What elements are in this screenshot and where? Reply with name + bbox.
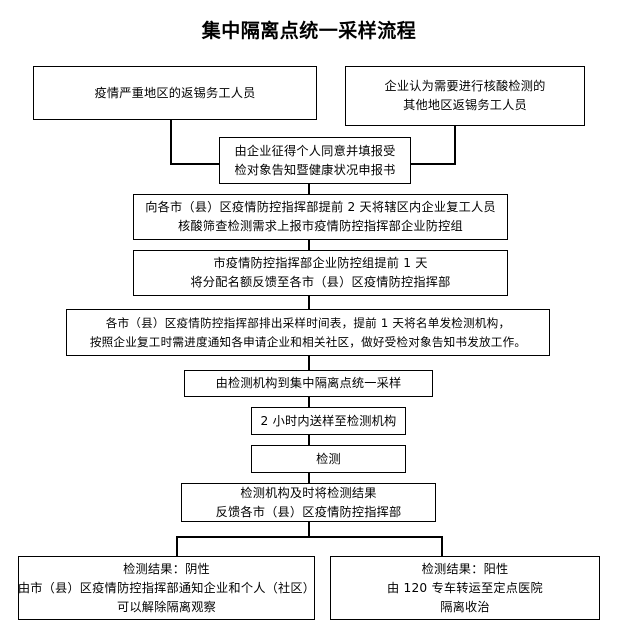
page-title: 集中隔离点统一采样流程 bbox=[201, 20, 417, 42]
connector-report-to-quota bbox=[308, 239, 310, 251]
node-line: 由市（县）区疫情防控指挥部通知企业和个人（社区） bbox=[17, 580, 316, 595]
node-line: 疫情严重地区的返锡务工人员 bbox=[94, 85, 256, 100]
node-line: 检对象告知暨健康状况申报书 bbox=[234, 162, 396, 177]
connector-split-to-positive bbox=[441, 536, 443, 557]
node-source-other-area-workers[interactable]: 企业认为需要进行核酸检测的 其他地区返锡务工人员 bbox=[345, 66, 585, 126]
node-line: 由 120 专车转运至定点医院 bbox=[387, 580, 543, 595]
node-line: 2 小时内送样至检测机构 bbox=[260, 413, 397, 428]
node-result-negative[interactable]: 检测结果：阴性 由市（县）区疫情防控指挥部通知企业和个人（社区） 可以解除隔离观… bbox=[18, 556, 315, 620]
connector-transport-to-testing bbox=[308, 434, 310, 446]
connector-sampling-to-transport bbox=[308, 396, 310, 408]
node-testing[interactable]: 检测 bbox=[251, 445, 406, 473]
node-enterprise-consent-form[interactable]: 由企业征得个人同意并填报受 检对象告知暨健康状况申报书 bbox=[219, 137, 411, 184]
node-line: 企业认为需要进行核酸检测的 bbox=[384, 79, 546, 93]
connector-split-to-negative bbox=[176, 536, 178, 557]
connector-source-right-down bbox=[454, 125, 456, 165]
node-line: 由检测机构到集中隔离点统一采样 bbox=[215, 376, 402, 390]
node-line: 检测 bbox=[316, 451, 341, 466]
node-line: 其他地区返锡务工人员 bbox=[403, 98, 527, 112]
node-source-severe-area-workers[interactable]: 疫情严重地区的返锡务工人员 bbox=[33, 66, 317, 120]
node-line: 向各市（县）区疫情防控指挥部提前 2 天将辖区内企业复工人员 bbox=[145, 200, 496, 214]
node-line: 反馈各市（县）区疫情防控指挥部 bbox=[215, 504, 402, 519]
node-line: 市疫情防控指挥部企业防控组提前 1 天 bbox=[213, 256, 428, 270]
node-sampling-schedule-notice[interactable]: 各市（县）区疫情防控指挥部排出采样时间表，提前 1 天将名单发检测机构， 按照企… bbox=[66, 309, 550, 356]
node-line: 核酸筛查检测需求上报市疫情防控指挥部企业防控组 bbox=[178, 219, 463, 233]
node-line: 各市（县）区疫情防控指挥部排出采样时间表，提前 1 天将名单发检测机构， bbox=[105, 315, 511, 330]
node-line: 检测结果：阴性 bbox=[123, 561, 210, 576]
node-line: 由企业征得个人同意并填报受 bbox=[234, 143, 396, 158]
node-quota-allocation-feedback[interactable]: 市疫情防控指挥部企业防控组提前 1 天 将分配名额反馈至各市（县）区疫情防控指挥… bbox=[133, 250, 508, 296]
connector-result-split-bar bbox=[176, 536, 442, 538]
node-unified-sampling[interactable]: 由检测机构到集中隔离点统一采样 bbox=[184, 370, 433, 397]
node-line: 将分配名额反馈至各市（县）区疫情防控指挥部 bbox=[190, 275, 451, 289]
connector-feedback-down bbox=[308, 521, 310, 538]
connector-consent-to-report bbox=[308, 183, 310, 195]
node-line: 按照企业复工时需进度通知各申请企业和相关社区，做好受检对象告知书发放工作。 bbox=[89, 334, 527, 349]
node-line: 检测结果：阳性 bbox=[421, 561, 509, 576]
connector-source-left-down bbox=[170, 119, 172, 165]
connector-schedule-to-sampling bbox=[308, 355, 310, 371]
connector-quota-to-schedule bbox=[308, 295, 310, 309]
node-result-feedback[interactable]: 检测机构及时将检测结果 反馈各市（县）区疫情防控指挥部 bbox=[181, 483, 436, 522]
node-result-positive[interactable]: 检测结果：阳性 由 120 专车转运至定点医院 隔离收治 bbox=[330, 556, 600, 620]
node-report-testing-demand[interactable]: 向各市（县）区疫情防控指挥部提前 2 天将辖区内企业复工人员 核酸筛查检测需求上… bbox=[133, 194, 508, 240]
node-line: 检测机构及时将检测结果 bbox=[240, 485, 377, 500]
node-line: 隔离收治 bbox=[440, 599, 490, 614]
connector-source-right-to-consent bbox=[410, 163, 456, 165]
node-line: 可以解除隔离观察 bbox=[116, 599, 217, 614]
node-sample-transport[interactable]: 2 小时内送样至检测机构 bbox=[251, 407, 406, 435]
connector-testing-to-feedback bbox=[308, 472, 310, 484]
connector-source-left-to-consent bbox=[170, 163, 220, 165]
